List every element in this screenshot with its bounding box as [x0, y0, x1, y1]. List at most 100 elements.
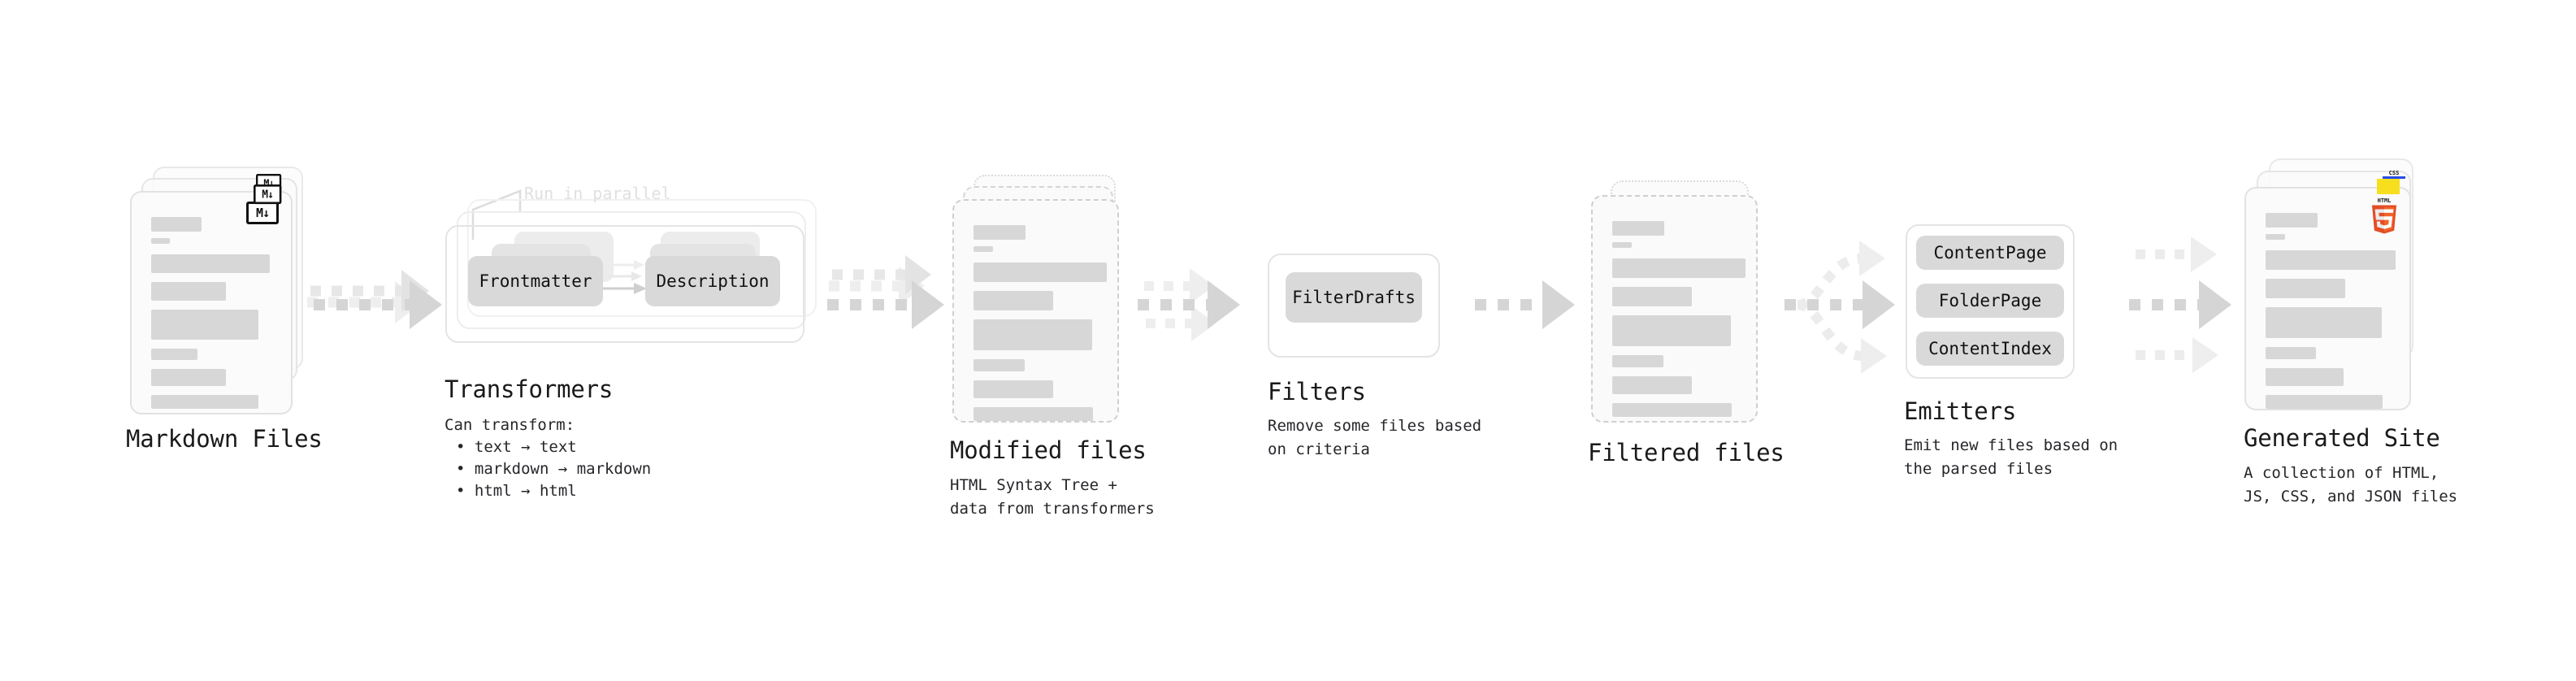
content-bar [2266, 368, 2344, 386]
content-bar [974, 225, 1026, 240]
content-bar [1612, 242, 1632, 248]
generated-doc-front: HTML [2244, 187, 2411, 410]
emitter-chip-label: FolderPage [1938, 291, 2042, 310]
content-bar [974, 246, 993, 252]
markdown-badge-label: M↓ [263, 176, 274, 189]
emitter-chip-contentindex[interactable]: ContentIndex [1916, 332, 2064, 366]
transformers-panel-front [445, 225, 804, 343]
transformer-inner-arrows [601, 260, 647, 294]
transformers-bullet-0: • text → text [456, 438, 577, 456]
emitter-chip-contentpage[interactable]: ContentPage [1916, 236, 2064, 270]
markdown-file-stack: M↓ M↓ M↓ [130, 167, 305, 414]
connector-filters-to-filtered [1475, 280, 1575, 329]
stage-title-markdown-files: Markdown Files [126, 425, 323, 453]
connector-markdown-to-transformers [307, 270, 442, 329]
transformer-chip-description[interactable]: Description [645, 256, 780, 306]
content-bar [151, 310, 258, 340]
filters-subtitle: Remove some files based on criteria [1268, 417, 1482, 458]
stage-title-transformers: Transformers [445, 375, 614, 403]
markdown-badge-label: M↓ [262, 187, 274, 201]
stage-generated-site: CSS HTML [2244, 158, 2457, 505]
content-bar [974, 407, 1093, 421]
transformers-panel-stack: Frontmatter Description [445, 195, 827, 343]
content-bar [2266, 307, 2382, 338]
emitter-chip-label: ContentIndex [1928, 339, 2052, 358]
generated-site-subtitle: A collection of HTML, JS, CSS, and JSON … [2244, 464, 2458, 505]
markdown-badge-icon-back-1: M↓ [254, 184, 282, 205]
content-bar [2266, 213, 2318, 228]
content-bar [1612, 376, 1692, 394]
content-bar [974, 262, 1107, 282]
filtered-file-stack [1591, 180, 1766, 424]
transformers-bullet-1: • markdown → markdown [456, 460, 652, 478]
content-bar [1612, 355, 1663, 367]
content-bar [151, 254, 270, 273]
stage-transformers: Run in parallel [445, 184, 827, 500]
content-bar [1612, 403, 1732, 417]
content-bar [2266, 347, 2316, 359]
stage-markdown-files: M↓ M↓ M↓ Markdown Files [126, 167, 323, 453]
markdown-badge-icon: M↓ [246, 202, 279, 224]
transformer-chip-label: Description [656, 271, 770, 291]
content-bar [2266, 279, 2345, 298]
generated-doc-content [2266, 213, 2396, 418]
stage-title-modified-files: Modified files [950, 436, 1147, 464]
stage-title-generated-site: Generated Site [2244, 424, 2440, 452]
content-bar [1612, 258, 1746, 278]
transformers-bullet-2: • html → html [456, 482, 577, 500]
connector-transformers-to-modified [827, 255, 944, 329]
content-bar [974, 380, 1053, 398]
transformer-chip-frontmatter[interactable]: Frontmatter [468, 256, 603, 306]
content-bar [151, 282, 226, 301]
filter-chip-label: FilterDrafts [1292, 288, 1416, 307]
content-bar [1612, 315, 1731, 346]
content-bar [151, 395, 258, 409]
modified-file-stack [952, 175, 1127, 423]
content-bar [2266, 250, 2396, 270]
content-bar [974, 359, 1025, 371]
stage-modified-files: Modified files HTML Syntax Tree + data f… [950, 175, 1155, 518]
modified-files-subtitle: HTML Syntax Tree + data from transformer… [950, 476, 1155, 518]
filter-chip-filterdrafts[interactable]: FilterDrafts [1286, 272, 1422, 323]
filters-panel [1268, 254, 1440, 358]
svg-text:HTML: HTML [2378, 197, 2392, 204]
emitter-chip-label: ContentPage [1933, 243, 2047, 262]
content-bar [1612, 287, 1692, 306]
content-bar [151, 369, 226, 386]
content-bar [2266, 234, 2285, 240]
content-bar [2266, 395, 2383, 409]
connector-modified-to-filters [1138, 268, 1240, 341]
content-bar [151, 349, 197, 360]
transformer-chip-label: Frontmatter [479, 271, 592, 291]
css-badge-label: CSS [2388, 170, 2400, 176]
content-bar [974, 291, 1053, 310]
css-badge-icon: CSS [2383, 166, 2405, 179]
filtered-doc-content [1612, 221, 1746, 426]
modified-doc-front [952, 199, 1119, 423]
transformers-subtitle: Can transform: [445, 416, 575, 434]
emitters-panel [1906, 224, 2075, 379]
content-bar [974, 319, 1092, 350]
filtered-doc-front [1591, 195, 1758, 423]
markdown-badge-label: M↓ [255, 205, 270, 220]
connector-filtered-to-emitters [1785, 241, 1895, 374]
connector-emitters-to-site [2129, 236, 2231, 373]
content-bar [151, 238, 170, 244]
modified-doc-content [974, 225, 1107, 430]
emitters-subtitle: Emit new files based on the parsed files [1904, 436, 2118, 478]
markdown-doc-content [151, 217, 273, 418]
generated-site-stack: CSS HTML [2244, 158, 2431, 410]
content-bar [1612, 221, 1664, 236]
run-in-parallel-annotation: Run in parallel [524, 184, 671, 203]
stage-title-emitters: Emitters [1904, 397, 2017, 425]
stage-title-filters: Filters [1268, 378, 1366, 406]
stage-filtered-files: Filtered files [1588, 180, 1785, 466]
js-badge-icon [2377, 179, 2400, 194]
emitter-chip-folderpage[interactable]: FolderPage [1916, 284, 2064, 318]
html5-badge-icon: HTML [2372, 197, 2396, 234]
stage-title-filtered-files: Filtered files [1588, 439, 1785, 466]
content-bar [151, 217, 202, 232]
transformers-panel-back-2 [467, 199, 817, 317]
